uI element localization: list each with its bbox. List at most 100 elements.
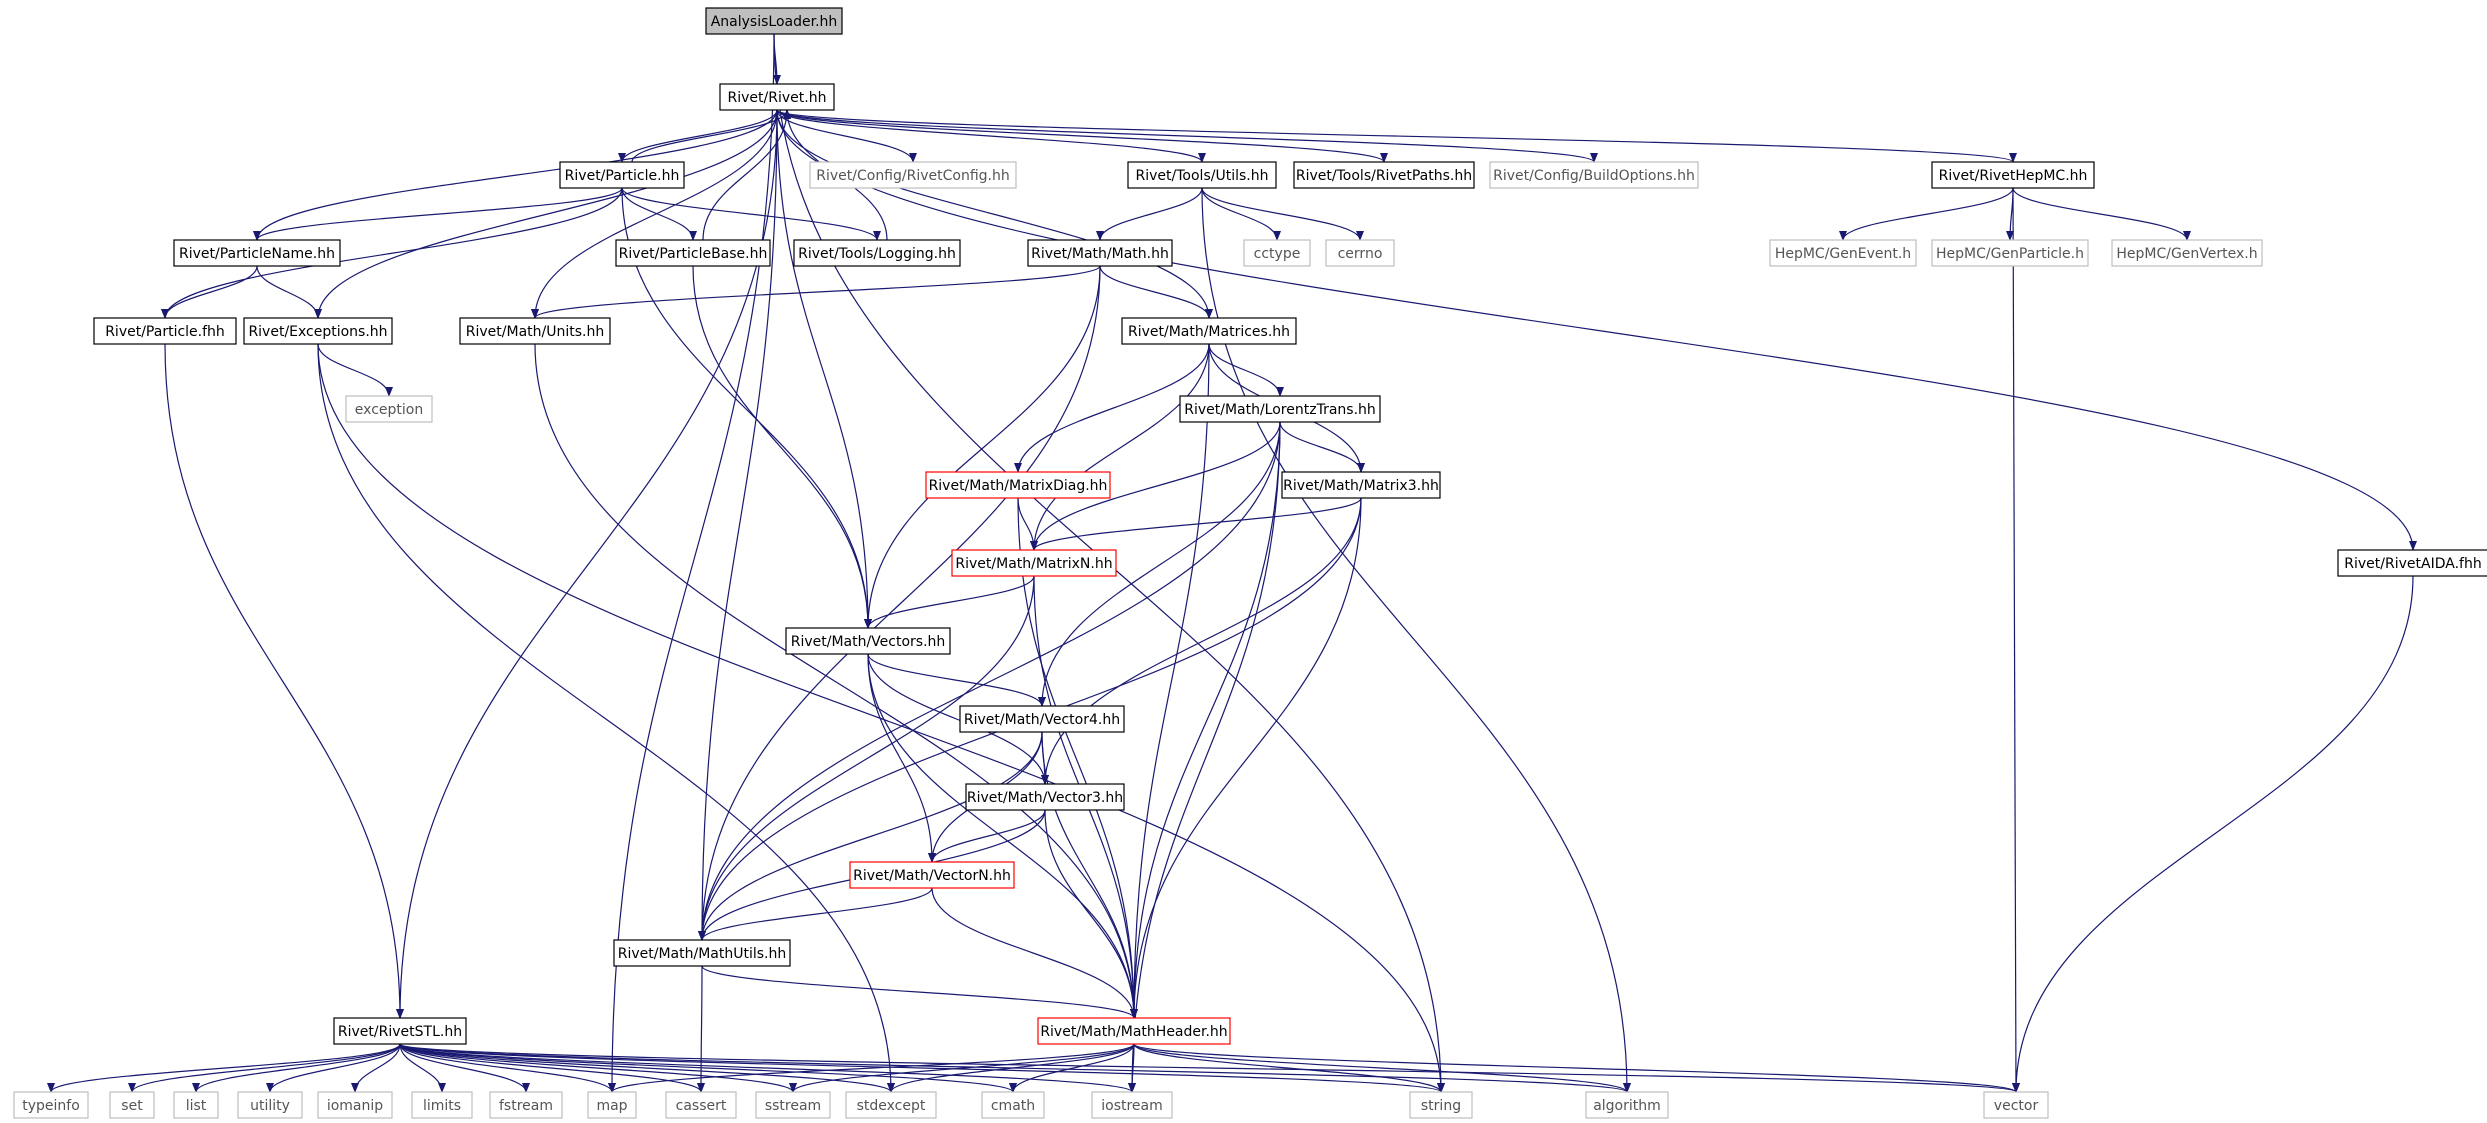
dependency-edges [47,33,2417,1093]
node-box-vectors [785,627,951,655]
node-box-map [587,1091,637,1119]
node-label-cassert: cassert [676,1098,727,1114]
edge-rivetstl-to-iomanip [351,1043,401,1093]
node-label-lorentztrans: Rivet/Math/LorentzTrans.hh [1184,402,1376,418]
node-label-exception: exception [355,402,423,418]
node-sstream: sstream [755,1091,831,1119]
node-vectorn[interactable]: Rivet/Math/VectorN.hh [849,861,1015,889]
edge-rivetstl-to-sstream [399,1043,797,1093]
edge-lorentztrans-to-matrix3 [1279,421,1365,473]
node-particle[interactable]: Rivet/Particle.hh [559,161,685,189]
node-vector4[interactable]: Rivet/Math/Vector4.hh [959,705,1125,733]
node-box-string [1409,1091,1473,1119]
edge-lorentztrans-to-mathheader [1130,421,1281,1019]
node-rivet[interactable]: Rivet/Rivet.hh [719,83,835,111]
edge-matrix3-to-matrixn [1030,497,1362,551]
node-toolsutils[interactable]: Rivet/Tools/Utils.hh [1127,161,1277,189]
node-units[interactable]: Rivet/Math/Units.hh [459,317,611,345]
node-box-rivetconfig [809,161,1017,189]
node-box-matrixn [951,549,1117,577]
node-set: set [109,1091,155,1119]
node-rivetconfig: Rivet/Config/RivetConfig.hh [809,161,1017,189]
edge-rivetstl-to-limits [399,1043,446,1093]
edge-particle-to-particlename [253,187,623,241]
node-mathutils[interactable]: Rivet/Math/MathUtils.hh [613,939,791,967]
node-label-matrixdiag: Rivet/Math/MatrixDiag.hh [929,478,1108,494]
node-particlefhh[interactable]: Rivet/Particle.fhh [93,317,237,345]
node-box-vectorn [849,861,1015,889]
edge-rivet-to-vectors [776,109,872,629]
edge-vectorn-to-mathheader [931,887,1138,1019]
node-particlebase[interactable]: Rivet/ParticleBase.hh [615,239,771,267]
node-label-rivetpaths: Rivet/Tools/RivetPaths.hh [1296,168,1472,184]
edge-mathheader-to-vector [1133,1043,2020,1093]
node-genvertex: HepMC/GenVertex.h [2111,239,2263,267]
node-genparticle: HepMC/GenParticle.h [1931,239,2089,267]
edge-rivetaida-to-vector [2012,575,2414,1093]
edge-particlebase-to-vectors [692,265,872,629]
node-matrixn[interactable]: Rivet/Math/MatrixN.hh [951,549,1117,577]
node-box-rivetpaths [1293,161,1475,189]
node-box-algorithm [1585,1091,1669,1119]
node-analysisloader: AnalysisLoader.hh [705,7,843,35]
node-box-cctype [1243,239,1311,267]
edge-vectors-to-vectorn [867,653,936,863]
node-box-mathutils [613,939,791,967]
edge-particle-to-particlebase [621,187,697,241]
node-label-mathutils: Rivet/Math/MathUtils.hh [618,946,787,962]
node-box-vector3 [965,783,1125,811]
node-box-matrices [1121,317,1297,345]
header-nodes: AnalysisLoader.hhRivet/Rivet.hhRivet/Par… [13,7,2487,1119]
node-box-set [109,1091,155,1119]
node-matrix3[interactable]: Rivet/Math/Matrix3.hh [1281,471,1441,499]
node-exceptions[interactable]: Rivet/Exceptions.hh [243,317,393,345]
node-mathmath[interactable]: Rivet/Math/Math.hh [1027,239,1173,267]
edge-mathmath-to-matrices [1099,265,1213,319]
node-cerrno: cerrno [1325,239,1395,267]
node-label-toolsutils: Rivet/Tools/Utils.hh [1136,168,1269,184]
node-label-set: set [121,1098,143,1114]
node-matrixdiag[interactable]: Rivet/Math/MatrixDiag.hh [925,471,1111,499]
edge-matrixdiag-to-mathheader [1017,497,1138,1019]
node-box-rivethepmc [1931,161,2095,189]
edge-rivet-to-toolsutils [776,109,1206,163]
edge-rivet-to-particlename [253,109,778,241]
node-iomanip: iomanip [317,1091,393,1119]
edge-analysisloader-to-map [608,33,775,1093]
node-box-exceptions [243,317,393,345]
node-box-buildoptions [1489,161,1699,189]
node-box-cmath [981,1091,1045,1119]
node-rivethepmc[interactable]: Rivet/RivetHepMC.hh [1931,161,2095,189]
node-rivetstl[interactable]: Rivet/RivetSTL.hh [333,1017,467,1045]
node-vector3[interactable]: Rivet/Math/Vector3.hh [965,783,1125,811]
edge-rivetstl-to-stdexcept [399,1043,895,1093]
node-box-matrixdiag [925,471,1111,499]
node-box-exception [345,395,433,423]
node-box-mathheader [1037,1017,1231,1045]
node-rivetpaths[interactable]: Rivet/Tools/RivetPaths.hh [1293,161,1475,189]
node-matrices[interactable]: Rivet/Math/Matrices.hh [1121,317,1297,345]
edge-toolsutils-to-mathmath [1096,187,1203,241]
node-mathheader[interactable]: Rivet/Math/MathHeader.hh [1037,1017,1231,1045]
edge-rivet-to-rivethepmc [776,109,2017,163]
node-label-iostream: iostream [1101,1098,1163,1114]
node-box-cerrno [1325,239,1395,267]
edge-vectorn-to-mathutils [698,887,933,941]
node-rivetaida[interactable]: Rivet/RivetAIDA.fhh [2337,549,2487,577]
node-vectors[interactable]: Rivet/Math/Vectors.hh [785,627,951,655]
edge-exceptions-to-stdexcept [317,343,895,1093]
node-label-vector3: Rivet/Math/Vector3.hh [967,790,1123,806]
node-limits: limits [411,1091,473,1119]
node-lorentztrans[interactable]: Rivet/Math/LorentzTrans.hh [1179,395,1381,423]
node-label-rivetstl: Rivet/RivetSTL.hh [338,1024,462,1040]
node-box-units [459,317,611,345]
node-label-sstream: sstream [765,1098,821,1114]
node-particlename[interactable]: Rivet/ParticleName.hh [173,239,341,267]
node-label-cerrno: cerrno [1338,246,1383,262]
edge-vector4-to-mathheader [1041,731,1138,1019]
edge-vectors-to-vector3 [867,653,1049,785]
node-cctype: cctype [1243,239,1311,267]
node-logging[interactable]: Rivet/Tools/Logging.hh [793,239,961,267]
node-box-particlebase [615,239,771,267]
node-buildoptions: Rivet/Config/BuildOptions.hh [1489,161,1699,189]
